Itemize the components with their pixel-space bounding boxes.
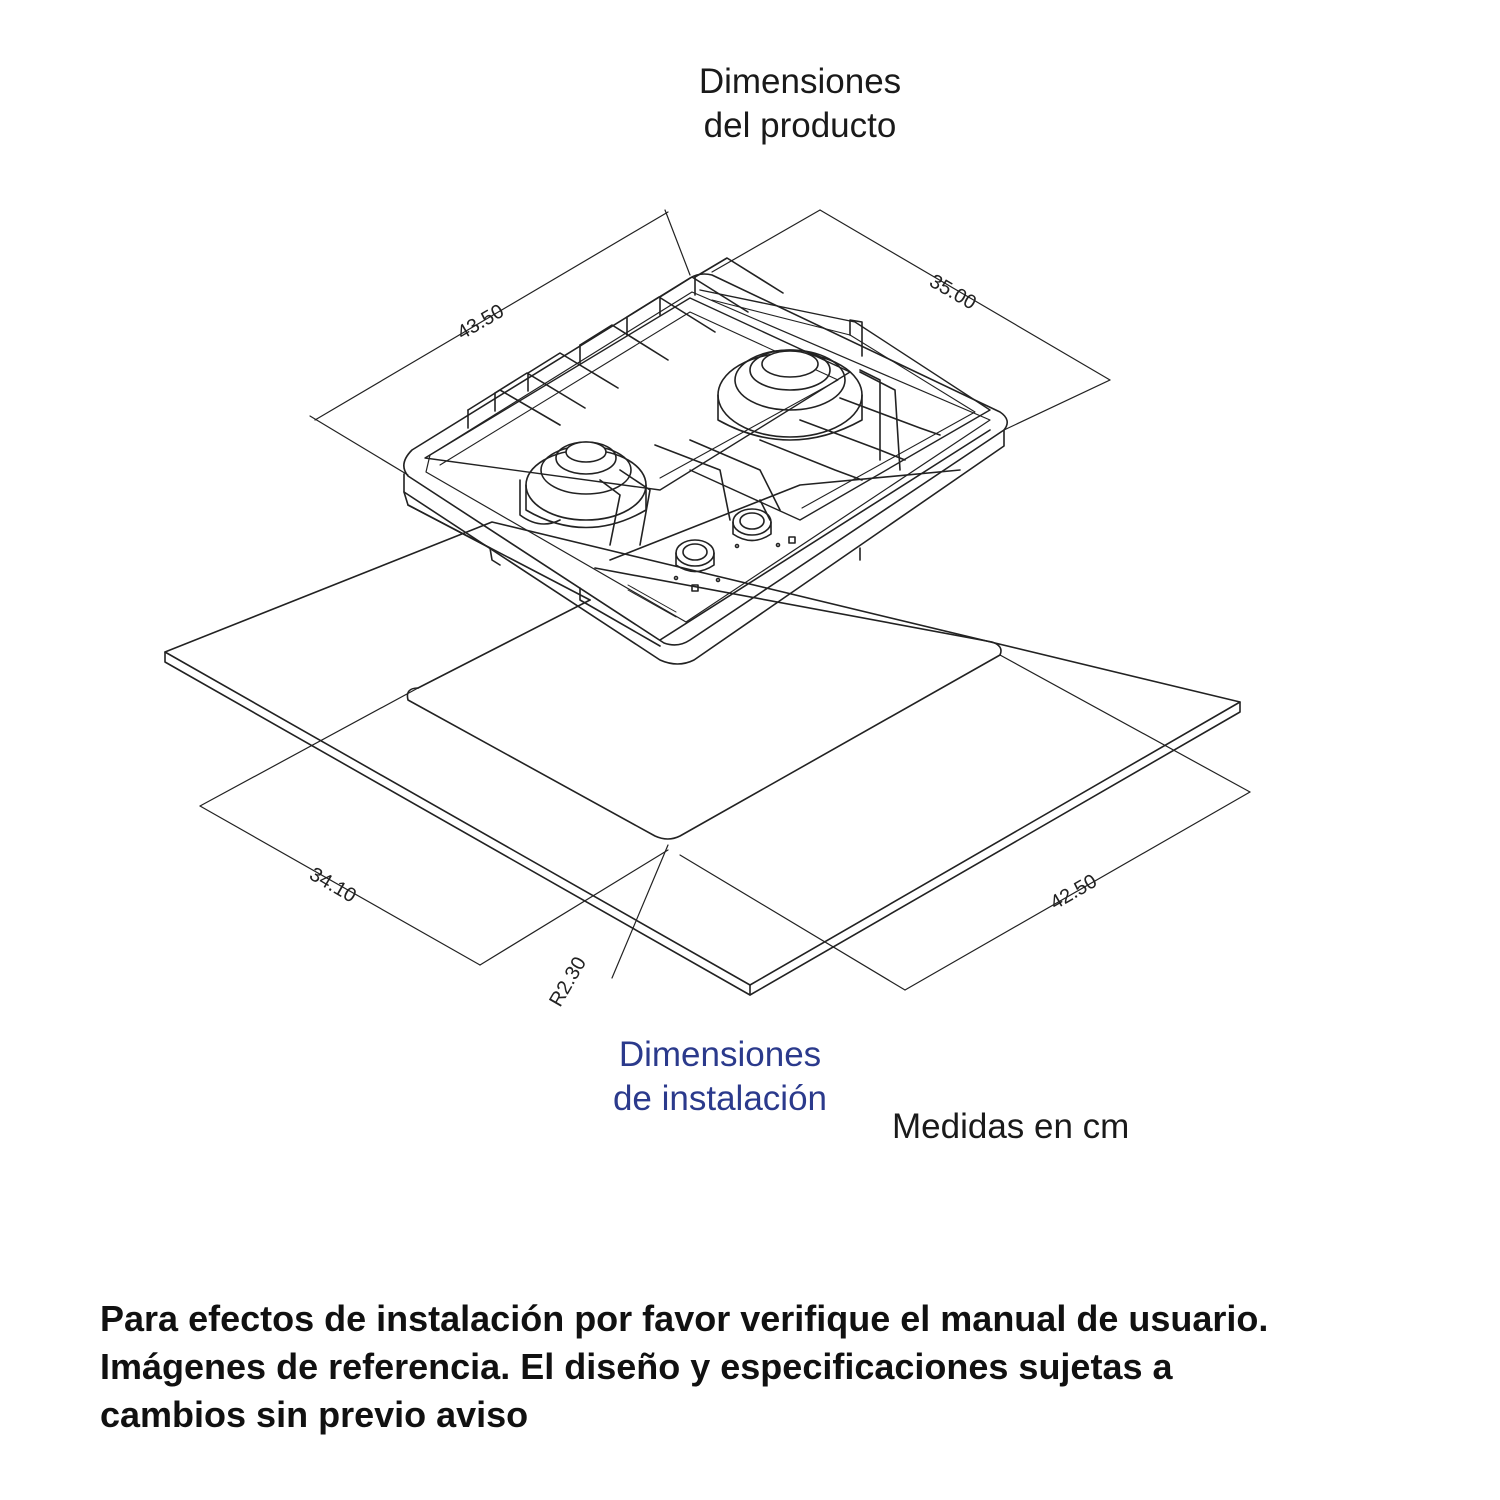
gas-cooktop-illustration (403, 257, 1008, 665)
dim-product-depth: 43.50 (454, 300, 508, 344)
product-title-line2: del producto (703, 106, 897, 145)
dimension-lines (199, 209, 1251, 991)
dim-cutout-depth: 42.50 (1047, 870, 1101, 914)
install-title-line1: Dimensiones (618, 1035, 822, 1074)
dim-product-width: 35.00 (926, 270, 980, 314)
product-dimensions-title: Dimensiones del producto (600, 60, 1000, 148)
units-note: Medidas en cm (892, 1107, 1130, 1146)
burner-icon (525, 349, 863, 529)
disclaimer-line1: Para efectos de instalación por favor ve… (100, 1298, 1269, 1339)
disclaimer-text: Para efectos de instalación por favor ve… (100, 1295, 1450, 1439)
disclaimer-line2: Imágenes de referencia. El diseño y espe… (100, 1346, 1173, 1387)
dim-cutout-width: 34.10 (306, 863, 360, 907)
installation-dimensions-title: Dimensiones de instalación (520, 1033, 920, 1121)
dim-corner-radius: R2.30 (545, 953, 591, 1010)
disclaimer-line3: cambios sin previo aviso (100, 1394, 529, 1435)
countertop-cutout-illustration (164, 521, 1241, 996)
product-title-line1: Dimensiones (698, 62, 902, 101)
control-knob-icon (627, 508, 796, 618)
install-title-line2: de instalación (612, 1079, 828, 1118)
